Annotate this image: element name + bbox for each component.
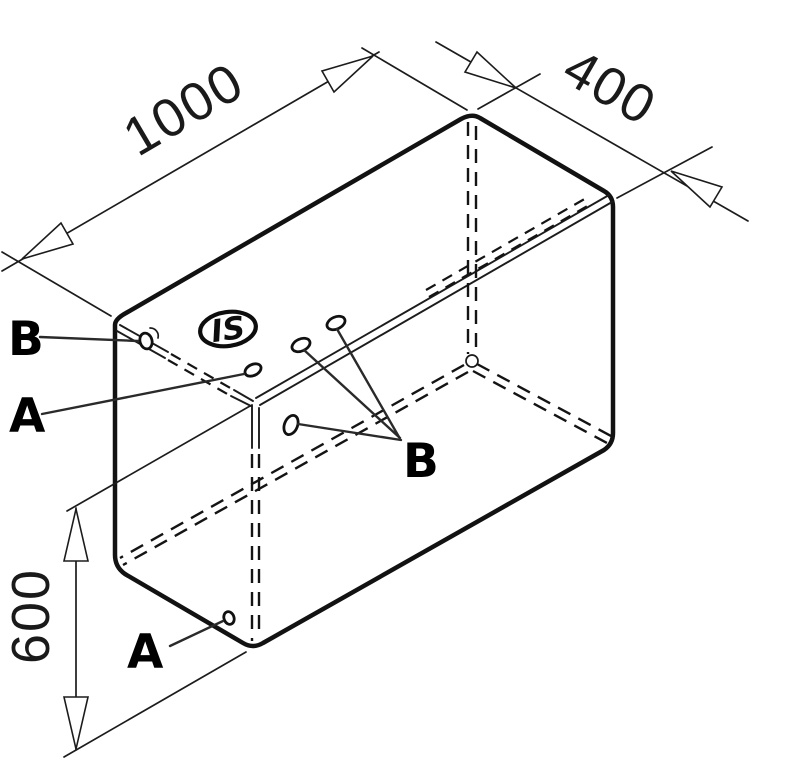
- hole-b-left: [138, 331, 154, 351]
- extension-line: [63, 651, 247, 758]
- hole-b-top-1: [290, 336, 312, 354]
- logo-oval: [198, 309, 258, 349]
- arrowhead-icon: [62, 696, 90, 750]
- front-top-edge-bend-lines: [255, 194, 613, 406]
- callout-b-left: B: [8, 312, 44, 367]
- hole-b-front: [282, 414, 300, 436]
- callout-b-middle: B: [403, 434, 439, 489]
- hidden-corner-radius: [465, 354, 479, 368]
- leader-b-left: [38, 335, 140, 343]
- leader-b-mid-2: [302, 348, 402, 440]
- arrowhead-icon: [21, 221, 75, 260]
- leader-b-mid-1: [335, 327, 401, 439]
- callout-a-bottom: A: [127, 625, 164, 680]
- hidden-bottom-right-edge: [472, 362, 612, 445]
- dim-length-label: 1000: [113, 51, 254, 168]
- callout-a-top: A: [9, 389, 46, 444]
- hidden-back-vertical-edge: [465, 122, 479, 368]
- dim-height-label: 600: [1, 568, 61, 664]
- leader-a-bottom: [168, 619, 225, 648]
- extension-line: [361, 47, 468, 111]
- hole-b-top-2: [325, 314, 347, 332]
- hidden-bottom-left-edge: [119, 363, 469, 567]
- arrowhead-icon: [670, 170, 724, 209]
- extension-line: [66, 405, 251, 512]
- arrowhead-icon: [463, 50, 517, 89]
- manufacturer-logo: IS: [198, 309, 258, 350]
- dim-width-label: 400: [553, 37, 666, 137]
- dimension-width-400: 400: [435, 37, 749, 222]
- fitting-holes: [138, 314, 347, 626]
- arrowhead-icon: [320, 55, 374, 94]
- front-left-vertical-bend-lines: [250, 404, 261, 641]
- dimension-length-1000: 1000: [1, 47, 468, 317]
- leader-b-mid-3: [296, 422, 403, 442]
- leader-a-top: [40, 372, 246, 416]
- hole-b-left-arc: [149, 327, 160, 339]
- extension-line: [1, 251, 112, 317]
- tank-outline: [112, 113, 616, 649]
- hole-a-bottom: [222, 610, 236, 626]
- leader-lines: [38, 327, 403, 648]
- logo-text: IS: [209, 310, 248, 350]
- hole-a-top: [243, 362, 263, 378]
- arrowhead-icon: [62, 508, 90, 562]
- front-top-edge-hidden-lines: [425, 196, 592, 298]
- extension-line: [477, 73, 541, 110]
- dimension-height-600: 600: [1, 405, 251, 758]
